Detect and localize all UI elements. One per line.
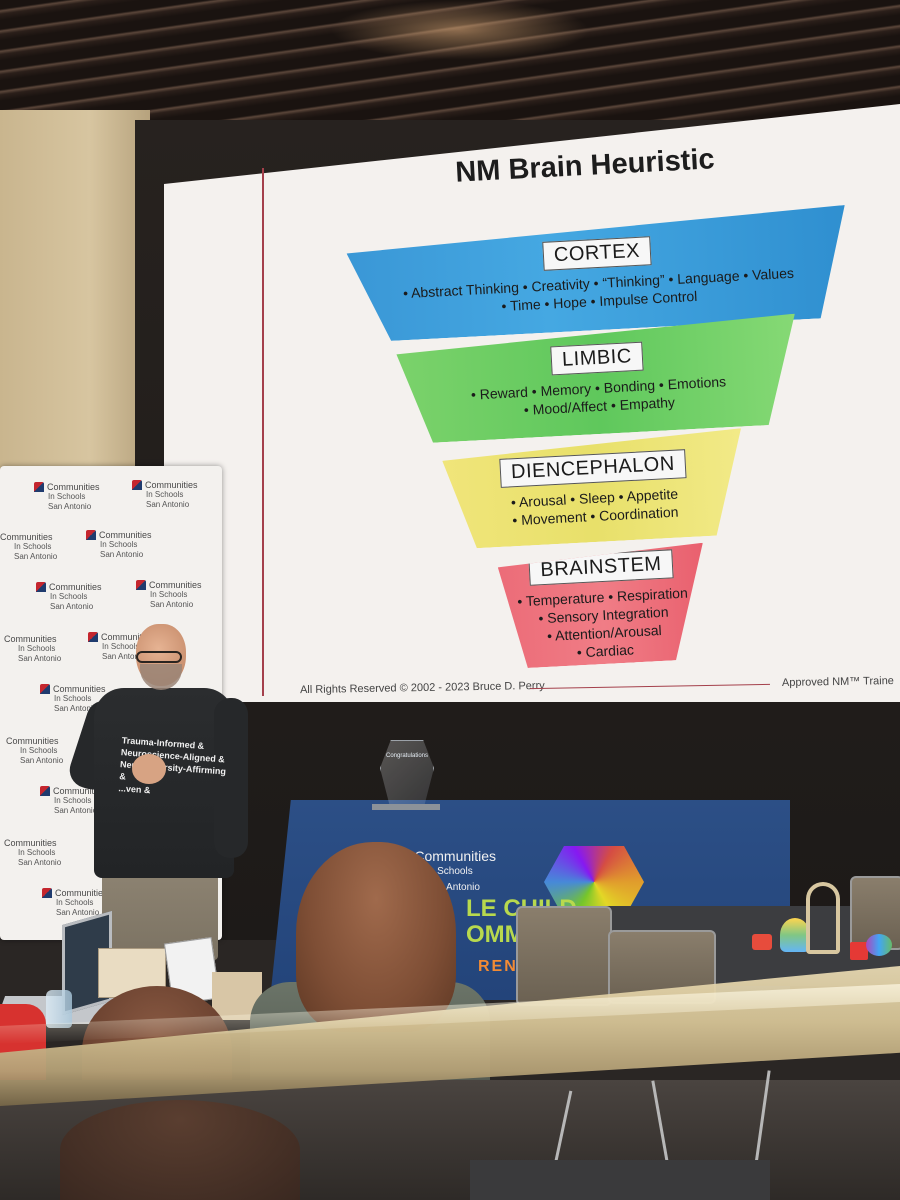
speaker-glasses <box>136 651 182 663</box>
fidget-toy <box>780 918 810 952</box>
crystal-award: Congratulations <box>380 740 434 810</box>
ceiling-light <box>330 0 590 60</box>
house-icon <box>42 888 52 898</box>
slide-frame-line <box>262 168 264 696</box>
house-icon <box>40 786 50 796</box>
house-icon <box>40 684 50 694</box>
limbic-label: LIMBIC <box>550 341 643 375</box>
speaker-right-arm <box>214 698 248 858</box>
chair <box>516 906 612 1006</box>
house-icon <box>36 582 46 592</box>
water-bottle <box>46 990 72 1028</box>
speaker-hand <box>132 754 166 784</box>
attendee-head <box>296 842 456 1032</box>
house-icon <box>136 580 146 590</box>
slide-approval-note: Approved NM™ Traine <box>781 675 894 689</box>
speaker-torso <box>94 688 234 878</box>
foreground-attendee <box>60 1100 300 1200</box>
slinky-toy <box>866 934 892 956</box>
brainstem-line-4: • Cardiac <box>576 640 635 660</box>
house-icon <box>34 482 44 492</box>
diencephalon-label: DIENCEPHALON <box>499 449 686 488</box>
house-icon <box>86 530 96 540</box>
foreground-table <box>470 1160 770 1200</box>
arch-toy <box>806 882 840 954</box>
rubiks-cube <box>850 942 868 960</box>
house-icon <box>132 480 142 490</box>
house-icon <box>88 632 98 642</box>
award-base <box>372 804 440 810</box>
rubiks-cube <box>752 934 772 950</box>
cortex-label: CORTEX <box>542 236 651 271</box>
